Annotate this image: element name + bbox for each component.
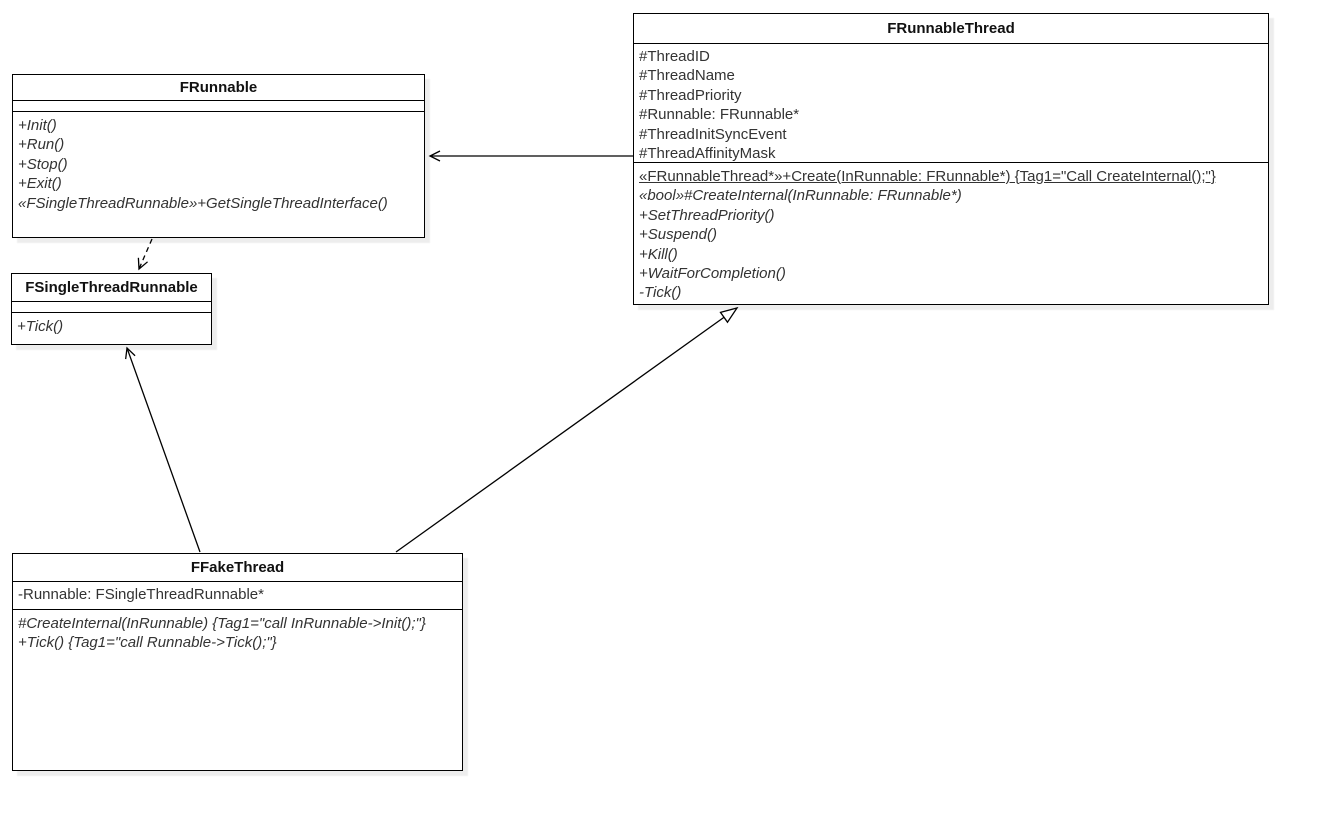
attribute-row: #ThreadInitSyncEvent — [639, 125, 787, 143]
method-row: +Kill() — [639, 245, 678, 263]
methods-compartment-fsinglethreadrunnable: +Tick() — [12, 313, 211, 344]
connector-dependency-frunnable-fsinglethreadrunnable[interactable] — [137, 238, 153, 271]
class-title-frunnablethread: FRunnableThread — [634, 14, 1268, 44]
attributes-compartment-frunnable — [13, 101, 424, 112]
connector-association-ffakethread-fsinglethreadrunnable[interactable] — [125, 346, 201, 553]
attribute-row: #Runnable: FRunnable* — [639, 106, 800, 124]
method-row: +Tick() {Tag1="call Runnable->Tick();"} — [18, 634, 277, 652]
method-row: #CreateInternal(InRunnable) {Tag1="call … — [18, 615, 426, 632]
class-box-ffakethread[interactable]: FFakeThread -Runnable: FSingleThreadRunn… — [12, 553, 463, 771]
class-box-frunnablethread[interactable]: FRunnableThread #ThreadID #ThreadName #T… — [633, 13, 1269, 305]
method-row: «bool»#CreateInternal(InRunnable: FRunna… — [639, 187, 962, 205]
class-box-fsinglethreadrunnable[interactable]: FSingleThreadRunnable +Tick() — [11, 273, 212, 345]
method-row: +Run() — [18, 136, 65, 154]
class-title-fsinglethreadrunnable: FSingleThreadRunnable — [12, 274, 211, 302]
attributes-compartment-fsinglethreadrunnable — [12, 302, 211, 313]
attribute-row: -Runnable: FSingleThreadRunnable* — [18, 586, 264, 603]
attribute-row: #ThreadName — [639, 67, 735, 85]
methods-compartment-frunnable: +Init() +Run() +Stop() +Exit() «FSingleT… — [13, 112, 424, 237]
attribute-row: #ThreadPriority — [639, 86, 742, 104]
method-row: +Exit() — [18, 175, 62, 193]
method-row-static-create: «FRunnableThread*»+Create(InRunnable: FR… — [639, 168, 1216, 185]
method-row: +Init() — [18, 117, 57, 134]
class-box-frunnable[interactable]: FRunnable +Init() +Run() +Stop() +Exit()… — [12, 74, 425, 238]
method-row: +SetThreadPriority() — [639, 206, 775, 224]
methods-compartment-ffakethread: #CreateInternal(InRunnable) {Tag1="call … — [13, 610, 462, 770]
class-title-frunnable: FRunnable — [13, 75, 424, 101]
attributes-compartment-frunnablethread: #ThreadID #ThreadName #ThreadPriority #R… — [634, 44, 1268, 163]
connector-generalization-ffakethread-frunnablethread[interactable] — [395, 306, 739, 553]
method-row: +Stop() — [18, 155, 68, 173]
attributes-compartment-ffakethread: -Runnable: FSingleThreadRunnable* — [13, 582, 462, 610]
method-row: -Tick() — [639, 284, 682, 302]
method-row: «FSingleThreadRunnable»+GetSingleThreadI… — [18, 194, 388, 212]
attribute-row: #ThreadID — [639, 48, 710, 65]
method-row: +Suspend() — [639, 226, 717, 244]
class-title-ffakethread: FFakeThread — [13, 554, 462, 582]
attribute-row: #ThreadAffinityMask — [639, 145, 776, 163]
method-row: +WaitForCompletion() — [639, 265, 786, 283]
methods-compartment-frunnablethread: «FRunnableThread*»+Create(InRunnable: FR… — [634, 163, 1268, 304]
method-row: +Tick() — [17, 318, 64, 335]
